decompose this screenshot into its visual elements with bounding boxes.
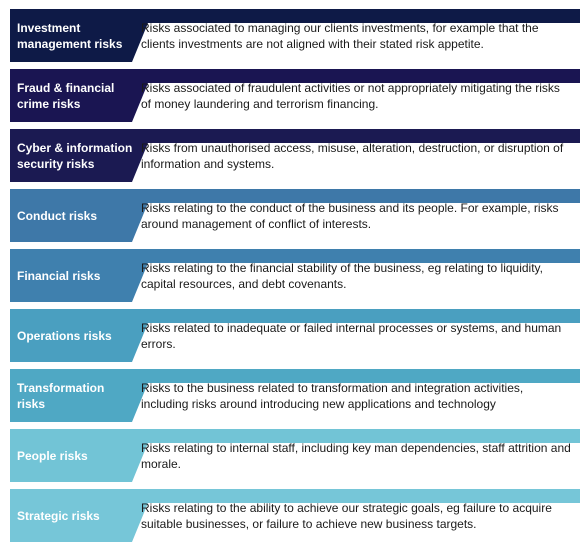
risk-description: Risks from unauthorised access, misuse, … [141, 140, 564, 171]
risk-label: Fraud & financial crime risks [17, 80, 115, 111]
risk-row-fraud-financial-crime: Fraud & financial crime risks Risks asso… [10, 69, 580, 122]
risk-bar-shape [10, 369, 580, 422]
risk-bar-top-band [10, 429, 580, 482]
risk-row-transformation: Transformation risks Risks to the busine… [10, 369, 580, 422]
risk-bar [10, 309, 580, 362]
risk-bar-shape [10, 189, 580, 242]
risk-bar-shape [10, 429, 580, 482]
risk-row-strategic: Strategic risks Risks relating to the ab… [10, 489, 580, 542]
risk-bar [10, 129, 580, 182]
risk-bar [10, 429, 580, 482]
risk-bar-shape [10, 129, 580, 182]
risk-description: Risks to the business related to transfo… [141, 380, 524, 411]
risk-list: Investment management risks Risks associ… [10, 9, 580, 549]
risk-bar [10, 369, 580, 422]
risk-bar-shape [10, 309, 580, 362]
risk-description: Risks associated to managing our clients… [141, 20, 539, 51]
risk-label: Cyber & information security risks [17, 140, 133, 171]
risk-row-people: People risks Risks relating to internal … [10, 429, 580, 482]
risk-bar [10, 69, 580, 122]
risk-row-conduct: Conduct risks Risks relating to the cond… [10, 189, 580, 242]
risk-bar-shape [10, 249, 580, 302]
risk-bar [10, 489, 580, 542]
risk-bar-top-band [10, 249, 580, 302]
risk-bar-top-band [10, 489, 580, 542]
risk-bar-shape [10, 69, 580, 122]
risk-description: Risks related to inadequate or failed in… [141, 320, 562, 351]
risk-bar [10, 189, 580, 242]
risk-row-investment-management: Investment management risks Risks associ… [10, 9, 580, 62]
risk-description: Risks associated of fraudulent activitie… [141, 80, 560, 111]
risk-label: Strategic risks [17, 508, 100, 523]
risk-row-cyber-information-security: Cyber & information security risks Risks… [10, 129, 580, 182]
risk-row-operations: Operations risks Risks related to inadeq… [10, 309, 580, 362]
risk-bar-top-band [10, 189, 580, 242]
risk-bar-top-band [10, 369, 580, 422]
risk-bar [10, 249, 580, 302]
risk-bar-top-band [10, 69, 580, 122]
risk-label: Financial risks [17, 268, 101, 283]
risk-label: Investment management risks [17, 20, 123, 51]
risk-label: People risks [17, 448, 88, 463]
risk-bar-shape [10, 489, 580, 542]
risk-bar [10, 9, 580, 62]
risk-description: Risks relating to the conduct of the bus… [141, 200, 559, 231]
risk-bar-top-band [10, 129, 580, 182]
risk-description: Risks relating to internal staff, includ… [141, 440, 571, 471]
risk-label: Conduct risks [17, 208, 98, 223]
risk-description: Risks relating to the ability to achieve… [141, 500, 552, 531]
risk-bar-top-band [10, 309, 580, 362]
risk-bar-shape [10, 9, 580, 62]
risk-bar-top-band [10, 9, 580, 62]
risk-label: Transformation risks [17, 380, 105, 411]
risk-row-financial: Financial risks Risks relating to the fi… [10, 249, 580, 302]
risk-description: Risks relating to the financial stabilit… [141, 260, 543, 291]
risk-label: Operations risks [17, 328, 112, 343]
